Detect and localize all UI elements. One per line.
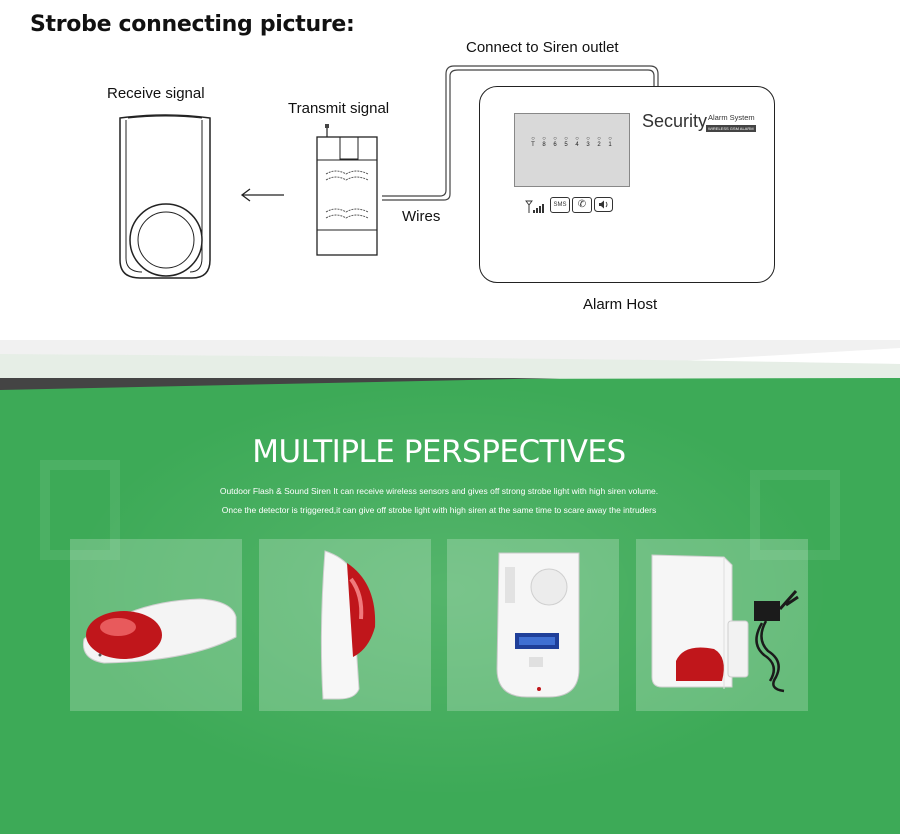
signal-icon [525,200,544,213]
description-line-1: Outdoor Flash & Sound Siren It can recei… [219,486,659,496]
bg-frame-right [750,470,840,560]
left-arrow-icon [240,188,284,202]
product-photo-profile [259,539,431,711]
host-led: ○4 [575,136,579,148]
description-line-2: Once the detector is triggered,it can gi… [221,505,657,515]
transmitter-drawing [316,124,378,256]
receive-signal-label: Receive signal [107,85,205,102]
host-brand: Security [642,111,708,131]
diagram-title: Strobe connecting picture: [30,12,355,37]
product-photo-back [447,539,619,711]
host-led: ○5 [564,136,568,148]
host-display-panel: ○T ○8 ○6 ○5 ○4 ○3 ○2 ○1 [514,113,630,187]
host-led: ○8 [542,136,546,148]
strobe-siren-drawing [119,114,211,279]
host-led: ○T [531,136,535,148]
product-photo-kit [636,539,808,711]
speaker-icon [594,197,613,212]
alarm-host-drawing: ○T ○8 ○6 ○5 ○4 ○3 ○2 ○1 Security Alarm S… [479,86,775,283]
transmit-signal-label: Transmit signal [288,100,390,117]
host-led-row: ○T ○8 ○6 ○5 ○4 ○3 ○2 ○1 [529,136,619,156]
siren-outlet-label: Connect to Siren outlet [466,39,619,56]
host-brand-tag: WIRELESS GSM ALARM [706,125,756,132]
wires-label: Wires [402,208,441,225]
host-led: ○6 [553,136,557,148]
bg-frame-left [40,460,120,560]
host-led: ○3 [586,136,590,148]
sms-icon: SMS [550,197,570,213]
host-led: ○2 [597,136,601,148]
phone-icon: ✆ [572,197,592,213]
product-photo-side [70,539,242,711]
host-brand-sub: Alarm System [708,113,755,122]
wire-path [382,65,659,201]
alarm-host-label: Alarm Host [583,296,658,313]
host-led: ○1 [608,136,612,148]
section-heading: MULTIPLE PERSPECTIVES [252,434,626,470]
